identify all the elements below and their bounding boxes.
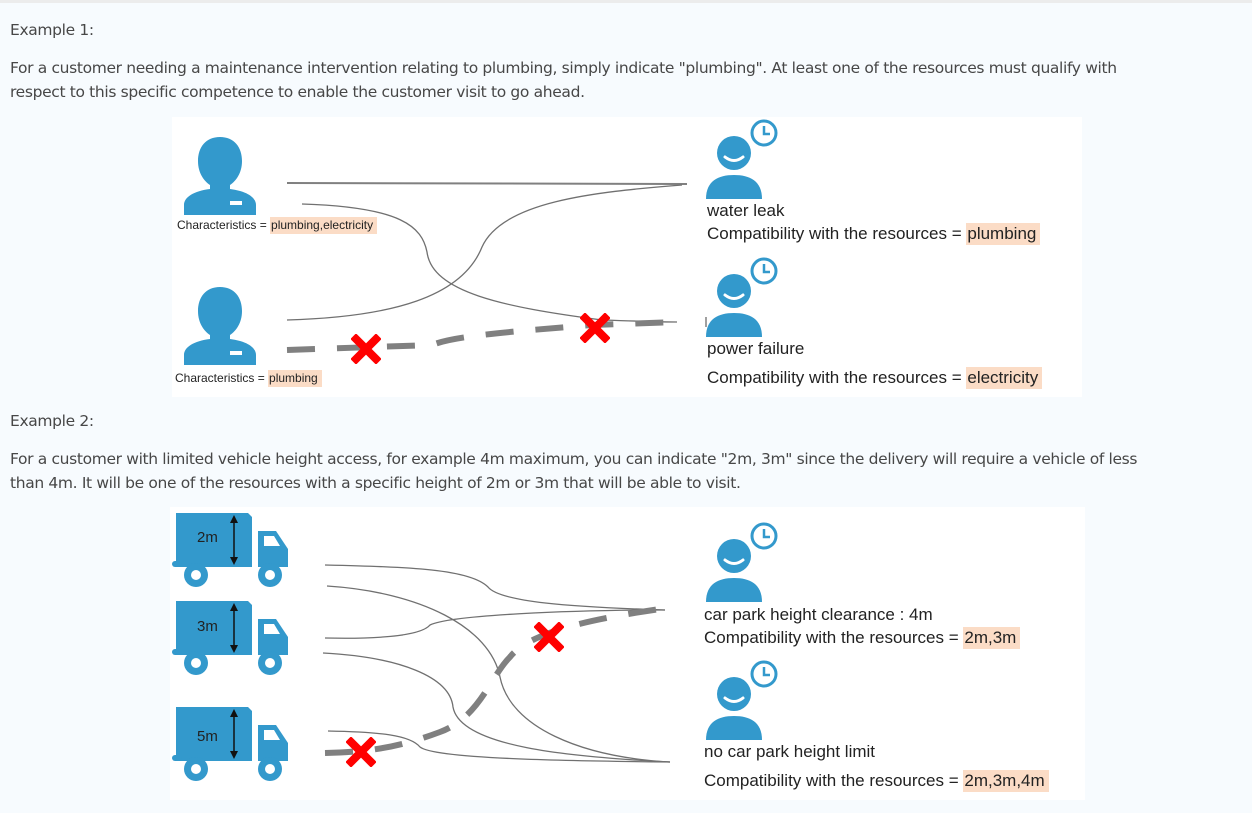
link-2m-c1 — [324, 564, 666, 611]
customer-2-compatibility: Compatibility with the resources = elect… — [707, 367, 1043, 389]
customer-1-value-highlight: plumbing — [966, 223, 1041, 245]
example2-text-line2: than 4m. It will be one of the resources… — [10, 474, 741, 492]
example2-heading: Example 2: — [10, 412, 94, 430]
resource-2-person-icon — [184, 287, 256, 365]
incompatible-cross-icon — [351, 742, 371, 762]
resource-2-value-highlight: plumbing — [268, 370, 322, 387]
example2-diagram-svg — [171, 512, 778, 782]
resource-2-characteristics: Characteristics = plumbing — [175, 370, 322, 387]
truck-3m-icon — [171, 600, 289, 676]
customer-2-value-highlight: electricity — [966, 367, 1043, 389]
link-5m-c1-dashed — [324, 605, 668, 756]
example1-text-line2: respect to this specific competence to e… — [10, 83, 585, 101]
customer-2-compatibility: Compatibility with the resources = 2m,3m… — [704, 770, 1049, 792]
link-r2-c2-dashed — [286, 319, 678, 353]
customer-1-compatibility: Compatibility with the resources = 2m,3m — [704, 627, 1021, 649]
resource-1-value-highlight: plumbing,electricity — [270, 217, 378, 234]
customer-1-title: water leak — [707, 201, 785, 220]
link-3m-c1 — [324, 609, 666, 639]
link-r1-c1 — [286, 182, 688, 185]
truck-1-height-label: 2m — [197, 529, 218, 546]
example1-diagram: Characteristics = plumbing,electricity C… — [172, 117, 1082, 397]
link-2m-c2 — [326, 585, 671, 763]
truck-3-height-label: 5m — [197, 728, 218, 745]
customer-1-compatibility: Compatibility with the resources = plumb… — [707, 223, 1041, 245]
link-3m-c2 — [322, 652, 671, 763]
customer-1-clock-icon — [704, 119, 778, 199]
customer-1-clock-icon — [704, 522, 778, 602]
truck-5m-icon — [171, 706, 289, 782]
top-divider — [0, 0, 1252, 3]
customer-1-value-highlight: 2m,3m — [963, 627, 1021, 649]
customer-1-title: car park height clearance : 4m — [704, 605, 933, 624]
resource-1-person-icon — [184, 137, 256, 215]
customer-2-title: no car park height limit — [704, 742, 876, 761]
link-r1-c2 — [301, 203, 603, 321]
example1-heading: Example 1: — [10, 21, 94, 39]
example2-text-line1: For a customer with limited vehicle heig… — [10, 450, 1138, 468]
example1-text-line1: For a customer needing a maintenance int… — [10, 59, 1117, 77]
customer-2-clock-icon — [704, 257, 778, 337]
truck-2m-icon — [171, 512, 289, 588]
example2-diagram: 2m 3m 5m car park height clearance : 4m … — [170, 507, 1085, 800]
customer-2-value-highlight: 2m,3m,4m — [963, 770, 1049, 792]
truck-2-height-label: 3m — [197, 618, 218, 635]
resource-1-characteristics: Characteristics = plumbing,electricity — [177, 217, 378, 234]
link-r2-c1 — [286, 184, 683, 321]
example1-diagram-svg — [184, 119, 778, 365]
customer-2-clock-icon — [704, 660, 778, 740]
customer-2-title: power failure — [707, 339, 805, 358]
link-5m-c2 — [327, 730, 671, 763]
